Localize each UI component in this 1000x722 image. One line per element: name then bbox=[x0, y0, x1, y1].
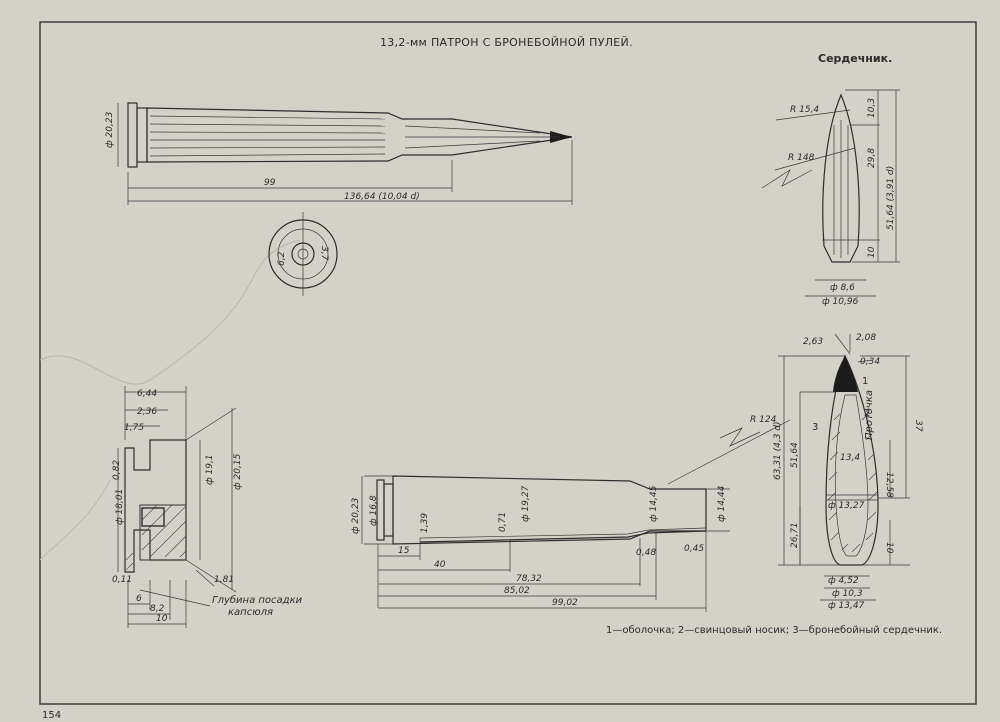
bullet-length-3-label: 37 bbox=[913, 420, 923, 432]
case-diameter-d-label: ф 14,45 bbox=[649, 485, 659, 522]
cartridge-side-view bbox=[117, 102, 573, 205]
core-length-2-label: 29,8 bbox=[867, 148, 877, 168]
core-length-3-label: 51,64 (3,91 d) bbox=[886, 166, 896, 230]
bullet-part-2-label: 2 bbox=[864, 408, 870, 419]
base-left-label: 6,2 bbox=[277, 251, 287, 266]
head-dim-7-label: 6 bbox=[136, 594, 142, 604]
case-thickness-3-label: 0,48 bbox=[636, 548, 656, 558]
page-title: 13,2-мм ПАТРОН С БРОНЕБОЙНОЙ ПУЛЕЙ. bbox=[380, 36, 633, 49]
core-length-4-label: 10 bbox=[867, 246, 877, 258]
core-radius-1-label: R 15,4 bbox=[790, 105, 819, 115]
core-view bbox=[761, 89, 900, 297]
head-dim-2-label: 2,36 bbox=[137, 407, 157, 417]
case-thickness-4-label: 0,45 bbox=[684, 544, 704, 554]
core-length-1-label: 10,3 bbox=[867, 98, 877, 118]
cartridge-base-view bbox=[268, 212, 338, 296]
head-diameter-b-label: ф 19,1 bbox=[205, 454, 215, 485]
case-length-1-label: 15 bbox=[398, 546, 410, 556]
primer-depth-note-line2: капсюля bbox=[228, 607, 273, 618]
case-length-3-label: 78,32 bbox=[516, 574, 542, 584]
bullet-length-6-label: 10 bbox=[884, 542, 894, 554]
base-right-label: 3,7 bbox=[319, 246, 329, 261]
primer-depth-note-line1: Глубина посадки bbox=[212, 594, 303, 606]
head-dim-1-label: 6,44 bbox=[137, 389, 157, 399]
cartridge-length-total-label: 136,64 (10,04 d) bbox=[344, 192, 420, 202]
core-diameter-large-label: ф 10,96 bbox=[822, 297, 859, 307]
bullet-diameter-1-label: ф 13,27 bbox=[828, 501, 865, 511]
paper-stain-edge bbox=[39, 479, 111, 561]
head-dim-5-label: 0,11 bbox=[112, 575, 132, 585]
case-thickness-1-label: 1,39 bbox=[420, 513, 430, 533]
head-dim-3-label: 1,75 bbox=[124, 423, 144, 433]
head-dim-9-label: 10 bbox=[156, 614, 168, 624]
bullet-part-3-label: 3 bbox=[812, 422, 818, 433]
drawing-frame bbox=[39, 21, 977, 705]
head-dim-8-label: 8,2 bbox=[150, 604, 165, 614]
bullet-length-4-label: 26,71 bbox=[790, 522, 800, 548]
bullet-length-2-label: 51,64 bbox=[790, 442, 800, 468]
case-thickness-2-label: 0,71 bbox=[498, 512, 508, 532]
cartridge-length-body-label: 99 bbox=[264, 178, 276, 188]
bullet-diameter-3-label: ф 10,3 bbox=[832, 589, 863, 599]
head-dim-6-label: 1,81 bbox=[214, 575, 234, 585]
case-length-4-label: 85,02 bbox=[504, 586, 530, 596]
case-diameter-e-label: ф 14,44 bbox=[717, 485, 727, 522]
head-dim-4-label: 0,82 bbox=[112, 460, 122, 480]
case-diameter-b-label: ф 16,8 bbox=[369, 495, 379, 526]
bullet-top-dim-1-label: 2,08 bbox=[856, 333, 876, 343]
core-diameter-small-label: ф 8,6 bbox=[830, 283, 855, 293]
page-number: 154 bbox=[42, 710, 61, 721]
case-length-5-label: 99,02 bbox=[552, 598, 578, 608]
bullet-top-dim-2-label: 2,63 bbox=[803, 337, 823, 347]
bullet-length-5-label: 12,58 bbox=[884, 472, 894, 498]
paper-stain-edge bbox=[39, 239, 301, 385]
bullet-section-view bbox=[778, 333, 910, 601]
head-diameter-c-label: ф 20,15 bbox=[233, 453, 243, 490]
bullet-diameter-4-label: ф 13,47 bbox=[828, 601, 865, 611]
bullet-part-1-label: 1 bbox=[862, 376, 868, 387]
case-diameter-a-label: ф 20,23 bbox=[351, 497, 361, 534]
cartridge-diameter-label: ф 20,23 bbox=[105, 111, 115, 148]
bullet-groove-note: Проточка bbox=[864, 390, 875, 440]
bullet-top-dim-3-label: 0,34 bbox=[860, 357, 880, 367]
parts-caption: 1—оболочка; 2—свинцовый носик; 3—бронебо… bbox=[606, 625, 942, 636]
case-diameter-c-label: ф 19,27 bbox=[521, 485, 531, 522]
bullet-core-dim-label: 13,4 bbox=[840, 453, 860, 463]
case-length-2-label: 40 bbox=[434, 560, 446, 570]
core-title: Сердечник. bbox=[818, 52, 892, 65]
head-diameter-a-label: ф 18,01 bbox=[115, 489, 125, 525]
bullet-diameter-2-label: ф 4,52 bbox=[828, 576, 859, 586]
case-view bbox=[361, 419, 791, 612]
core-radius-2-label: R 148 bbox=[788, 153, 815, 163]
bullet-length-1-label: 63,31 (4,3 d) bbox=[773, 421, 783, 480]
case-head-section-view bbox=[117, 386, 237, 628]
bullet-radius-label: R 124 bbox=[750, 415, 777, 425]
